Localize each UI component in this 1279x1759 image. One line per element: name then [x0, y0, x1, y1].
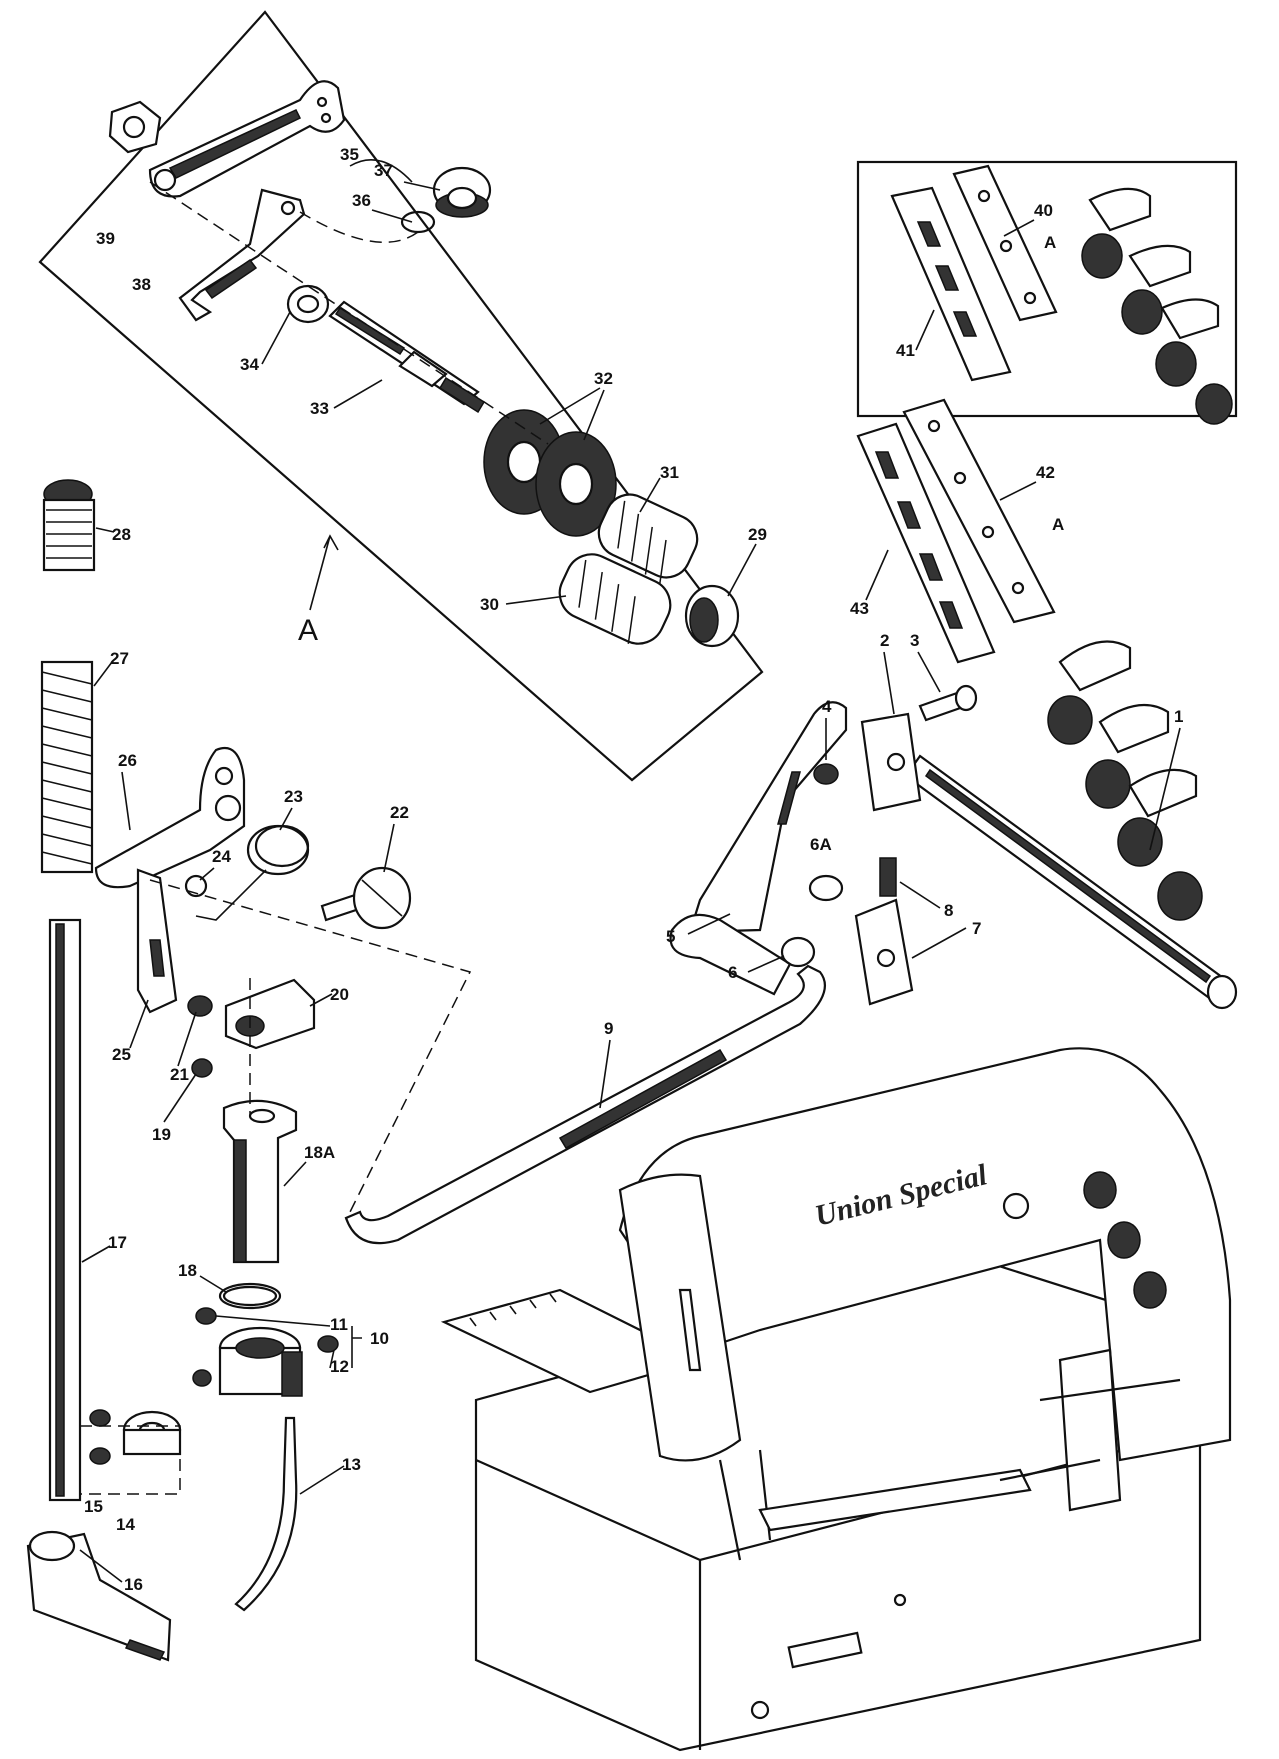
screw-part-19	[191, 1058, 213, 1078]
callout-11: 11	[330, 1315, 348, 1334]
callout-4: 4	[822, 697, 832, 716]
callout-10: 10	[370, 1329, 389, 1348]
callout-22: 22	[390, 803, 409, 822]
callout-32: 32	[594, 369, 613, 388]
callout-ref-a1: A	[1044, 233, 1056, 252]
screw-part-4	[813, 763, 839, 785]
thread-guide-parts: 26 23 22 24 25 21 20 19 18A 18 10 11 12 …	[94, 747, 472, 1612]
callout-18: 18	[178, 1261, 197, 1280]
plate-part-40	[952, 164, 1058, 322]
block-part-20	[224, 978, 316, 1050]
callout-26: 26	[118, 751, 137, 770]
callout-19: 19	[152, 1125, 171, 1144]
callout-24: 24	[212, 847, 231, 866]
presser-bar-assembly: 28 27 17 15 14 16	[26, 479, 182, 1662]
take-up-assembly: 1 2 3 4 5 6 6A 7 8	[666, 631, 1238, 1010]
callout-21: 21	[170, 1065, 189, 1084]
callout-9: 9	[604, 1019, 613, 1038]
rod-part-9: 9	[344, 964, 826, 1245]
tension-spring-part-31	[597, 493, 699, 588]
callout-25: 25	[112, 1045, 131, 1064]
tension-stud-part-33	[328, 300, 486, 414]
callout-36: 36	[352, 191, 371, 210]
detail-a-label: A	[298, 614, 318, 647]
ring-part-6	[780, 936, 816, 968]
callout-27: 27	[110, 649, 129, 668]
callout-37: 37	[374, 161, 393, 180]
thumb-screw-part-22	[320, 866, 412, 930]
nut-part-39	[108, 100, 162, 154]
nut-part-34	[286, 284, 330, 324]
inset-box-right: 40 A 41	[856, 160, 1238, 425]
presser-bar-part-17	[48, 918, 82, 1502]
collar-part-10	[218, 1326, 303, 1397]
tension-units-right	[1047, 640, 1203, 921]
callout-28: 28	[112, 525, 131, 544]
tension-spring-part-30	[558, 553, 672, 645]
callout-23: 23	[284, 787, 303, 806]
callout-35: 35	[340, 145, 359, 164]
plate-set-42-43: 42 A 43	[850, 398, 1064, 664]
callout-12: 12	[330, 1357, 349, 1376]
callout-6a: 6A	[810, 835, 832, 854]
presser-foot-part-16	[26, 1530, 172, 1662]
thread-guide-bracket-part-38	[148, 80, 346, 198]
spring-part-8	[879, 857, 897, 897]
tension-discs-part-32	[483, 409, 617, 537]
callout-3: 3	[910, 631, 919, 650]
machine-body: Union Special	[440, 1047, 1232, 1752]
screw-part-11	[195, 1307, 217, 1325]
tension-units-inset	[1081, 187, 1233, 425]
washer-part-6a	[808, 874, 844, 902]
callout-18a: 18A	[304, 1143, 335, 1162]
wire-guide-part-13	[234, 1416, 298, 1612]
callout-5: 5	[666, 927, 675, 946]
screw-part-12	[317, 1335, 339, 1353]
collar-part-14	[122, 1410, 182, 1456]
spring-part-27	[40, 660, 94, 874]
screw-part-24	[184, 874, 208, 898]
callout-31: 31	[660, 463, 679, 482]
callout-14: 14	[116, 1515, 135, 1534]
thumb-nut-part-37	[432, 166, 492, 218]
adjusting-nut-part-29	[684, 584, 740, 648]
callout-15: 15	[84, 1497, 103, 1516]
callout-17: 17	[108, 1233, 127, 1252]
callout-16: 16	[124, 1575, 143, 1594]
callout-ref-a2: A	[1052, 515, 1064, 534]
callout-39: 39	[96, 229, 115, 248]
callout-29: 29	[748, 525, 767, 544]
callout-43: 43	[850, 599, 869, 618]
block-part-2	[860, 712, 922, 812]
callout-13: 13	[342, 1455, 361, 1474]
screws-part-15	[89, 1409, 111, 1465]
lever-part-26	[94, 747, 246, 889]
callout-8: 8	[944, 901, 953, 920]
callout-33: 33	[310, 399, 329, 418]
plate-part-41	[890, 186, 1012, 382]
callout-38: 38	[132, 275, 151, 294]
adjusting-screw-part-28	[42, 479, 96, 572]
callout-7: 7	[972, 919, 981, 938]
callout-42: 42	[1036, 463, 1055, 482]
block-part-7	[854, 898, 914, 1006]
sleeve-part-18a	[222, 1099, 298, 1264]
callout-1: 1	[1174, 707, 1183, 726]
callout-40: 40	[1034, 201, 1053, 220]
ring-part-18	[218, 1282, 282, 1310]
washer-part-35	[400, 210, 436, 234]
detail-a-panel: 39 38 35 37 36 34 33 32 31 29 30	[38, 10, 767, 782]
callout-34: 34	[240, 355, 259, 374]
callout-2: 2	[880, 631, 889, 650]
callout-41: 41	[896, 341, 915, 360]
callout-30: 30	[480, 595, 499, 614]
callout-6: 6	[728, 963, 737, 982]
screw-part-21	[187, 995, 213, 1017]
callout-20: 20	[330, 985, 349, 1004]
tension-bracket-part-36	[178, 188, 306, 322]
